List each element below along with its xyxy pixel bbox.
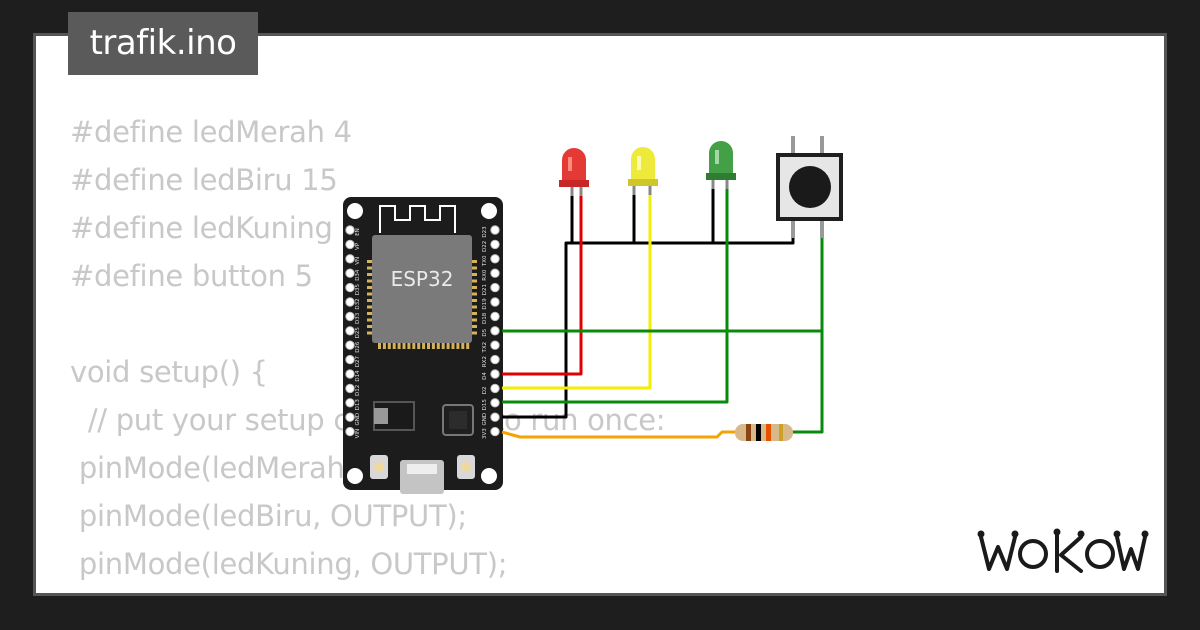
pin-d2[interactable] <box>490 383 500 394</box>
pin-gnd[interactable] <box>490 412 500 422</box>
pin-d27[interactable] <box>345 354 355 365</box>
yellow-led[interactable] <box>628 147 658 195</box>
red-led[interactable] <box>559 148 589 196</box>
pin-label: EN <box>355 228 361 236</box>
pin-rx0[interactable] <box>490 268 500 278</box>
pin-label: 3V3 <box>482 428 488 439</box>
pin-label: D2 <box>482 387 488 395</box>
pin-vin[interactable] <box>345 426 355 437</box>
pin-label: VN <box>355 257 361 265</box>
green-led[interactable] <box>706 141 736 189</box>
pin-label: D18 <box>482 312 488 324</box>
pin-vp[interactable] <box>345 239 355 250</box>
pin-label: RX0 <box>482 269 488 281</box>
code-line: pinMode(ledKuning, OUTPUT); <box>70 547 508 581</box>
pin-d32[interactable] <box>345 297 355 307</box>
code-line: pinMode(ledBiru, OUTPUT); <box>70 499 467 533</box>
pin-d19[interactable] <box>490 297 500 307</box>
pin-label: TX0 <box>482 255 488 267</box>
pin-label: D15 <box>482 399 488 411</box>
code-line: #define ledBiru 15 <box>70 163 338 197</box>
pin-d23[interactable] <box>490 225 500 235</box>
pin-rx2[interactable] <box>490 354 500 365</box>
pin-d21[interactable] <box>490 282 500 293</box>
yellow-led-wire <box>502 195 652 390</box>
pin-label: GND <box>355 413 361 426</box>
pin-label: D14 <box>355 370 361 382</box>
pin-d34[interactable] <box>345 268 355 278</box>
pin-label: D4 <box>482 372 488 380</box>
button-input-wire <box>502 222 824 434</box>
code-line: #define ledKuning 2 <box>70 211 360 245</box>
pin-label: D27 <box>355 355 361 367</box>
esp32-board[interactable]: ESP32 ENVPVND34D35D32D33D25D26D27D14D12D… <box>343 197 503 494</box>
pin-label: GND <box>482 413 488 426</box>
code-line: void setup() { <box>70 355 268 389</box>
pin-label: D26 <box>355 341 361 353</box>
pin-d18[interactable] <box>490 311 500 322</box>
pin-tx0[interactable] <box>490 254 500 264</box>
pin-vn[interactable] <box>345 254 355 264</box>
gnd-wire <box>502 189 795 419</box>
wires <box>501 189 824 439</box>
pin-tx2[interactable] <box>490 340 500 350</box>
code-line: #define ledMerah 4 <box>70 115 352 149</box>
pin-label: D5 <box>482 328 488 336</box>
pin-label: D35 <box>355 283 361 295</box>
pin-label: TX2 <box>482 342 488 354</box>
pin-label: D12 <box>355 385 361 396</box>
pin-d15[interactable] <box>490 398 500 408</box>
pin-label: D21 <box>482 284 488 295</box>
pin-label: D25 <box>355 327 361 339</box>
pin-label: D13 <box>355 399 361 411</box>
project-title[interactable]: trafik.ino <box>68 12 258 75</box>
pin-d14[interactable] <box>345 369 355 379</box>
resistor[interactable] <box>735 424 793 441</box>
pushbutton[interactable] <box>776 136 843 238</box>
pin-label: VIN <box>355 429 361 439</box>
pin-label: D19 <box>482 298 488 310</box>
pin-d33[interactable] <box>345 311 355 322</box>
pin-label: VP <box>355 242 361 250</box>
pin-label: D34 <box>355 269 361 281</box>
pin-d13[interactable] <box>345 398 355 408</box>
code-line: #define button 5 <box>70 259 313 293</box>
pin-label: D33 <box>355 312 361 324</box>
pin-label: D32 <box>355 298 361 309</box>
pin-label: D22 <box>482 241 488 252</box>
pin-label: RX2 <box>482 356 488 367</box>
pin-d26[interactable] <box>345 340 355 350</box>
pin-d12[interactable] <box>345 383 355 394</box>
pin-d22[interactable] <box>490 239 500 250</box>
pin-d5[interactable] <box>490 326 500 336</box>
pin-d25[interactable] <box>345 326 355 336</box>
pin-d4[interactable] <box>490 369 500 379</box>
red-led-wire <box>502 196 583 376</box>
resistor-wire <box>501 430 737 439</box>
pin-en[interactable] <box>345 225 355 235</box>
chip-label: ESP32 <box>391 267 454 291</box>
pin-gnd[interactable] <box>345 412 355 422</box>
wokwi-logo <box>977 528 1149 573</box>
esp32-chip <box>372 235 472 343</box>
green-led-wire <box>502 189 729 404</box>
pin-d35[interactable] <box>345 282 355 293</box>
pin-label: D23 <box>482 226 488 238</box>
pin-3v3[interactable] <box>490 426 500 437</box>
